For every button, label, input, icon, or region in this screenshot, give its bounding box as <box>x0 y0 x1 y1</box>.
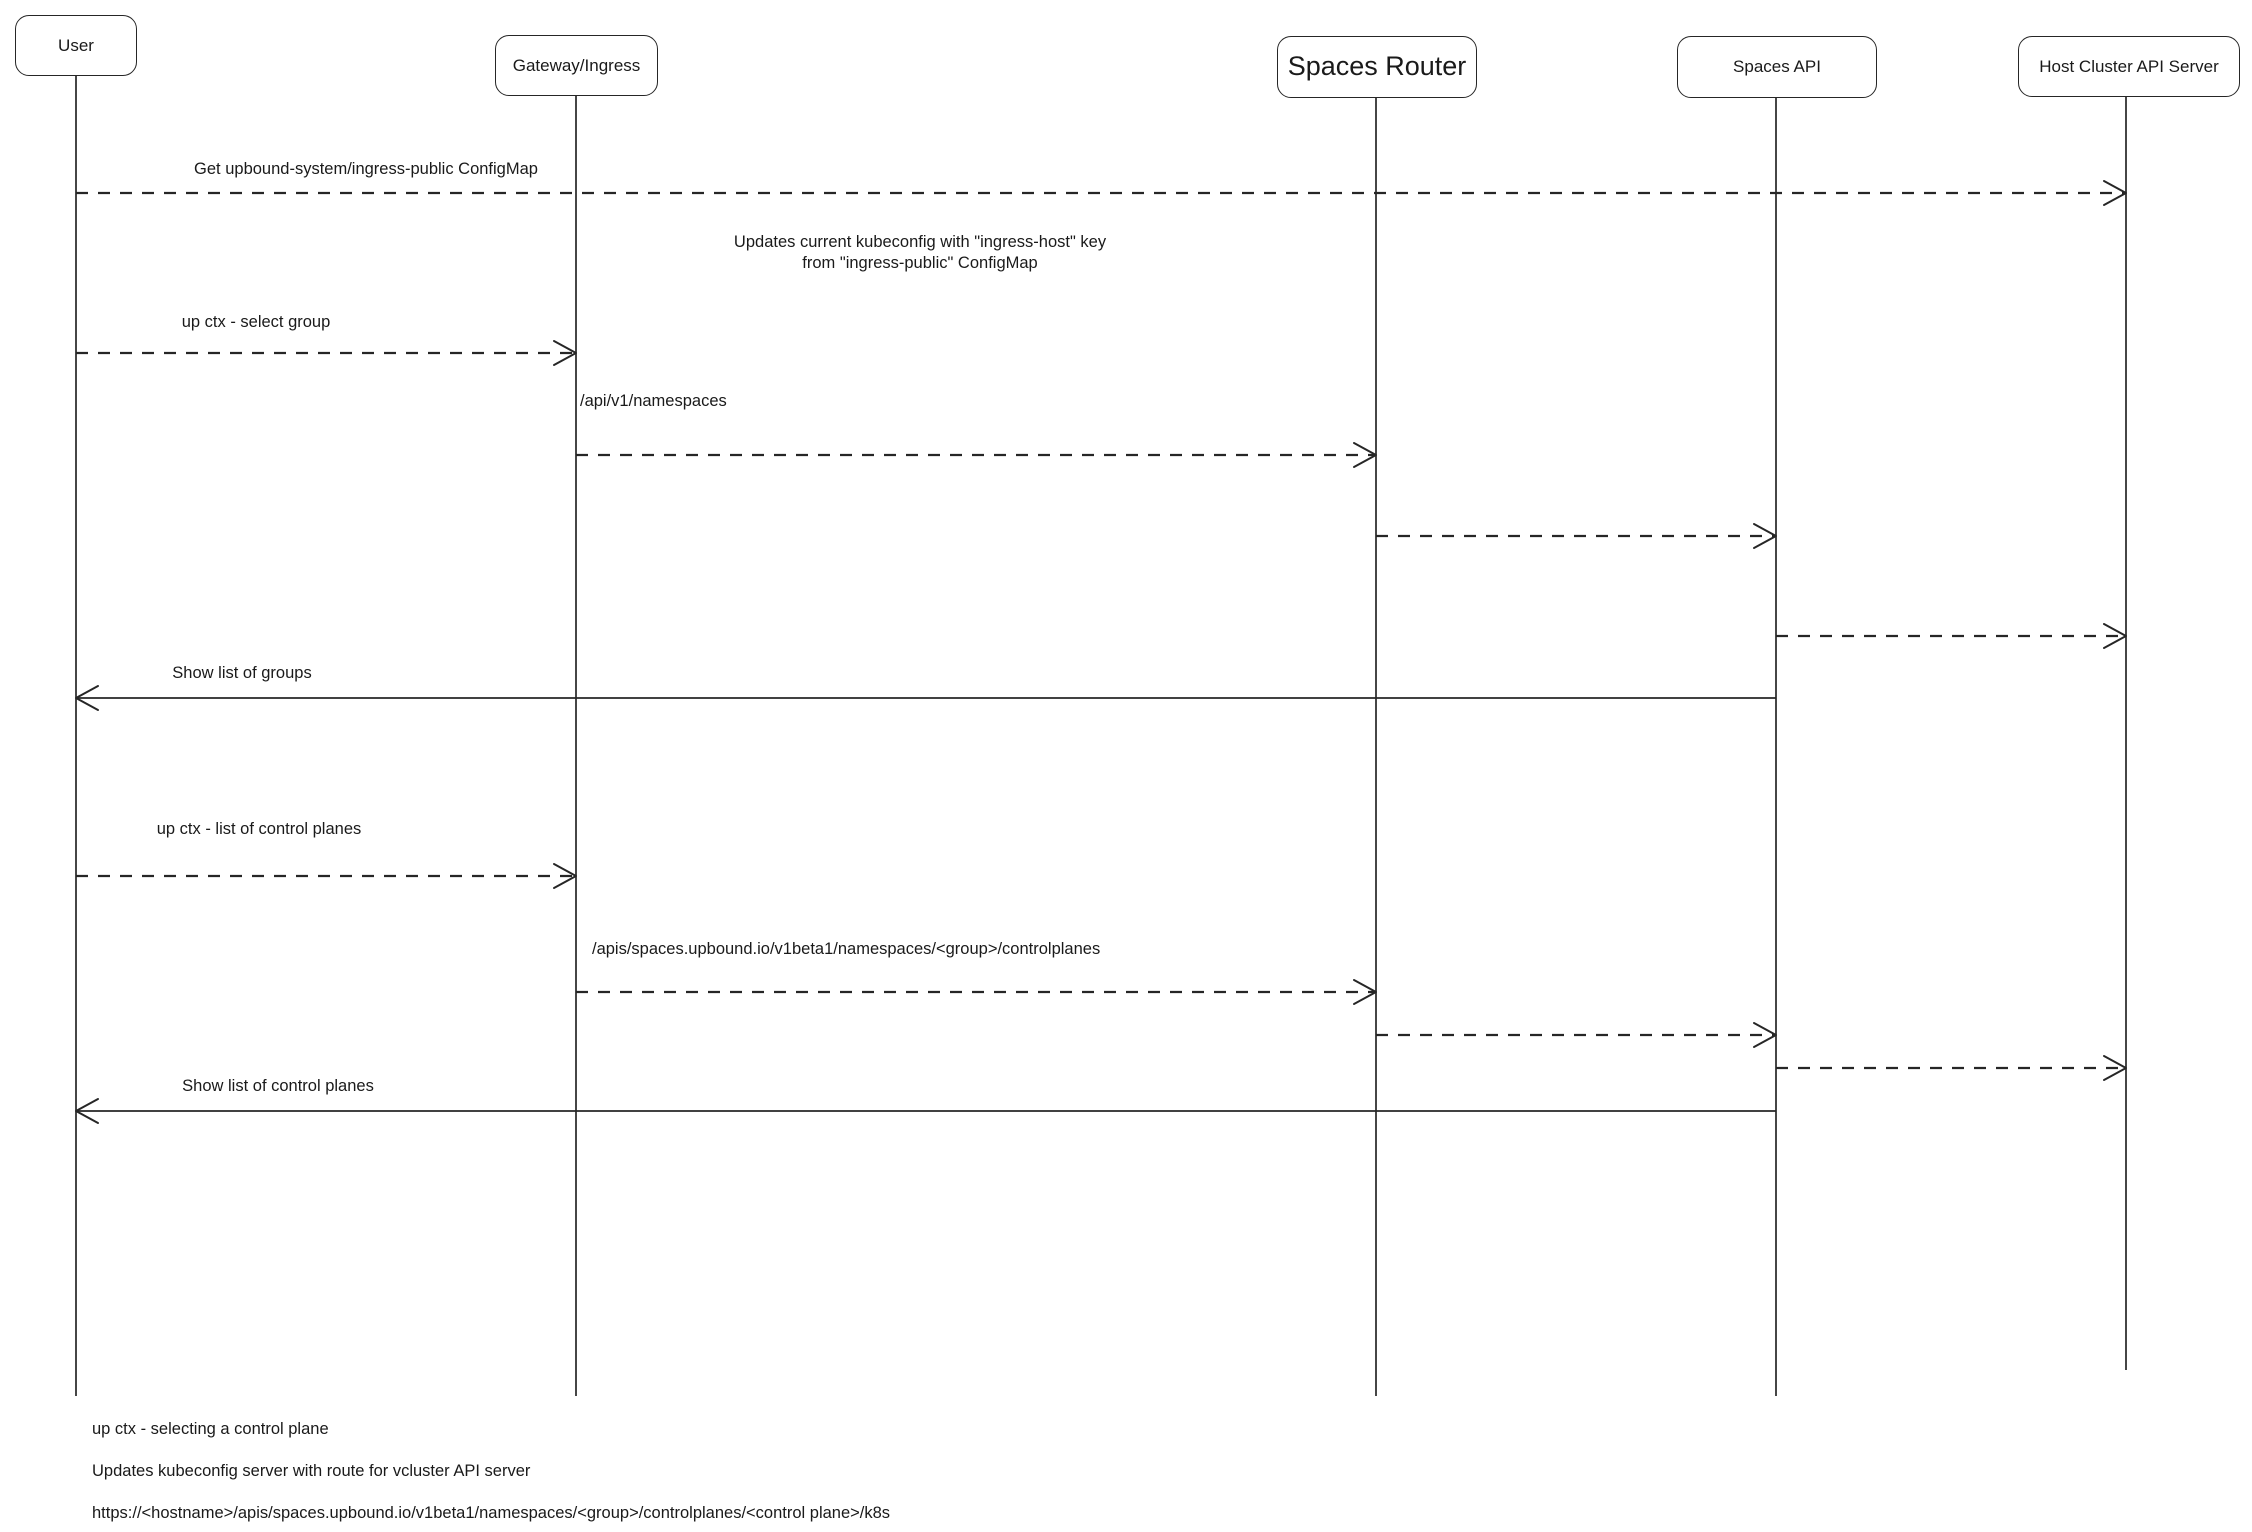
participant-label: Spaces API <box>1733 57 1821 77</box>
arrowhead-icon <box>553 863 577 889</box>
arrowhead-icon <box>1353 442 1377 468</box>
message-arrow-m10 <box>1376 1022 1777 1048</box>
participant-label: Host Cluster API Server <box>2039 56 2219 76</box>
participant-box-user[interactable]: User <box>15 15 137 76</box>
message-arrow-m8 <box>76 863 577 889</box>
arrowhead-icon <box>75 685 99 711</box>
message-label-m4: /api/v1/namespaces <box>580 392 727 410</box>
message-label-m2: Updates current kubeconfig with "ingress… <box>733 233 1107 273</box>
message-arrow-m4 <box>576 442 1377 468</box>
message-label-m7: Show list of groups <box>172 664 312 682</box>
participant-label: User <box>58 35 94 55</box>
arrowhead-icon <box>2103 180 2127 206</box>
message-arrow-m5 <box>1376 523 1777 549</box>
arrowhead-icon <box>2103 1055 2127 1081</box>
message-arrow-m7 <box>75 685 1776 711</box>
message-label-m3: up ctx - select group <box>181 313 331 331</box>
arrowhead-icon <box>75 1098 99 1124</box>
message-label-m1: Get upbound-system/ingress-public Config… <box>194 160 538 178</box>
arrowhead-icon <box>1353 979 1377 1005</box>
message-label-m9: /apis/spaces.upbound.io/v1beta1/namespac… <box>592 940 1101 958</box>
arrowhead-icon <box>553 340 577 366</box>
participant-label: Spaces Router <box>1287 51 1467 82</box>
message-arrow-m6 <box>1776 623 2127 649</box>
arrowhead-icon <box>1753 1022 1777 1048</box>
message-arrow-m12 <box>75 1098 1776 1124</box>
message-arrow-m3 <box>76 340 577 366</box>
participant-box-router[interactable]: Spaces Router <box>1277 36 1477 98</box>
message-label-m8: up ctx - list of control planes <box>156 820 362 838</box>
arrowhead-icon <box>2103 623 2127 649</box>
message-arrow-m9 <box>576 979 1377 1005</box>
footnote-f3: https://<hostname>/apis/spaces.upbound.i… <box>92 1504 891 1522</box>
footnote-f1: up ctx - selecting a control plane <box>92 1420 329 1438</box>
arrowhead-icon <box>1753 523 1777 549</box>
message-label-m12: Show list of control planes <box>182 1077 374 1095</box>
footnote-f2: Updates kubeconfig server with route for… <box>92 1462 531 1480</box>
participant-box-spacesapi[interactable]: Spaces API <box>1677 36 1877 98</box>
participant-box-hostcluster[interactable]: Host Cluster API Server <box>2018 36 2240 97</box>
participant-label: Gateway/Ingress <box>512 55 641 75</box>
message-arrow-m11 <box>1776 1055 2127 1081</box>
message-arrow-m1 <box>76 180 2127 206</box>
participant-box-gateway[interactable]: Gateway/Ingress <box>495 35 658 96</box>
